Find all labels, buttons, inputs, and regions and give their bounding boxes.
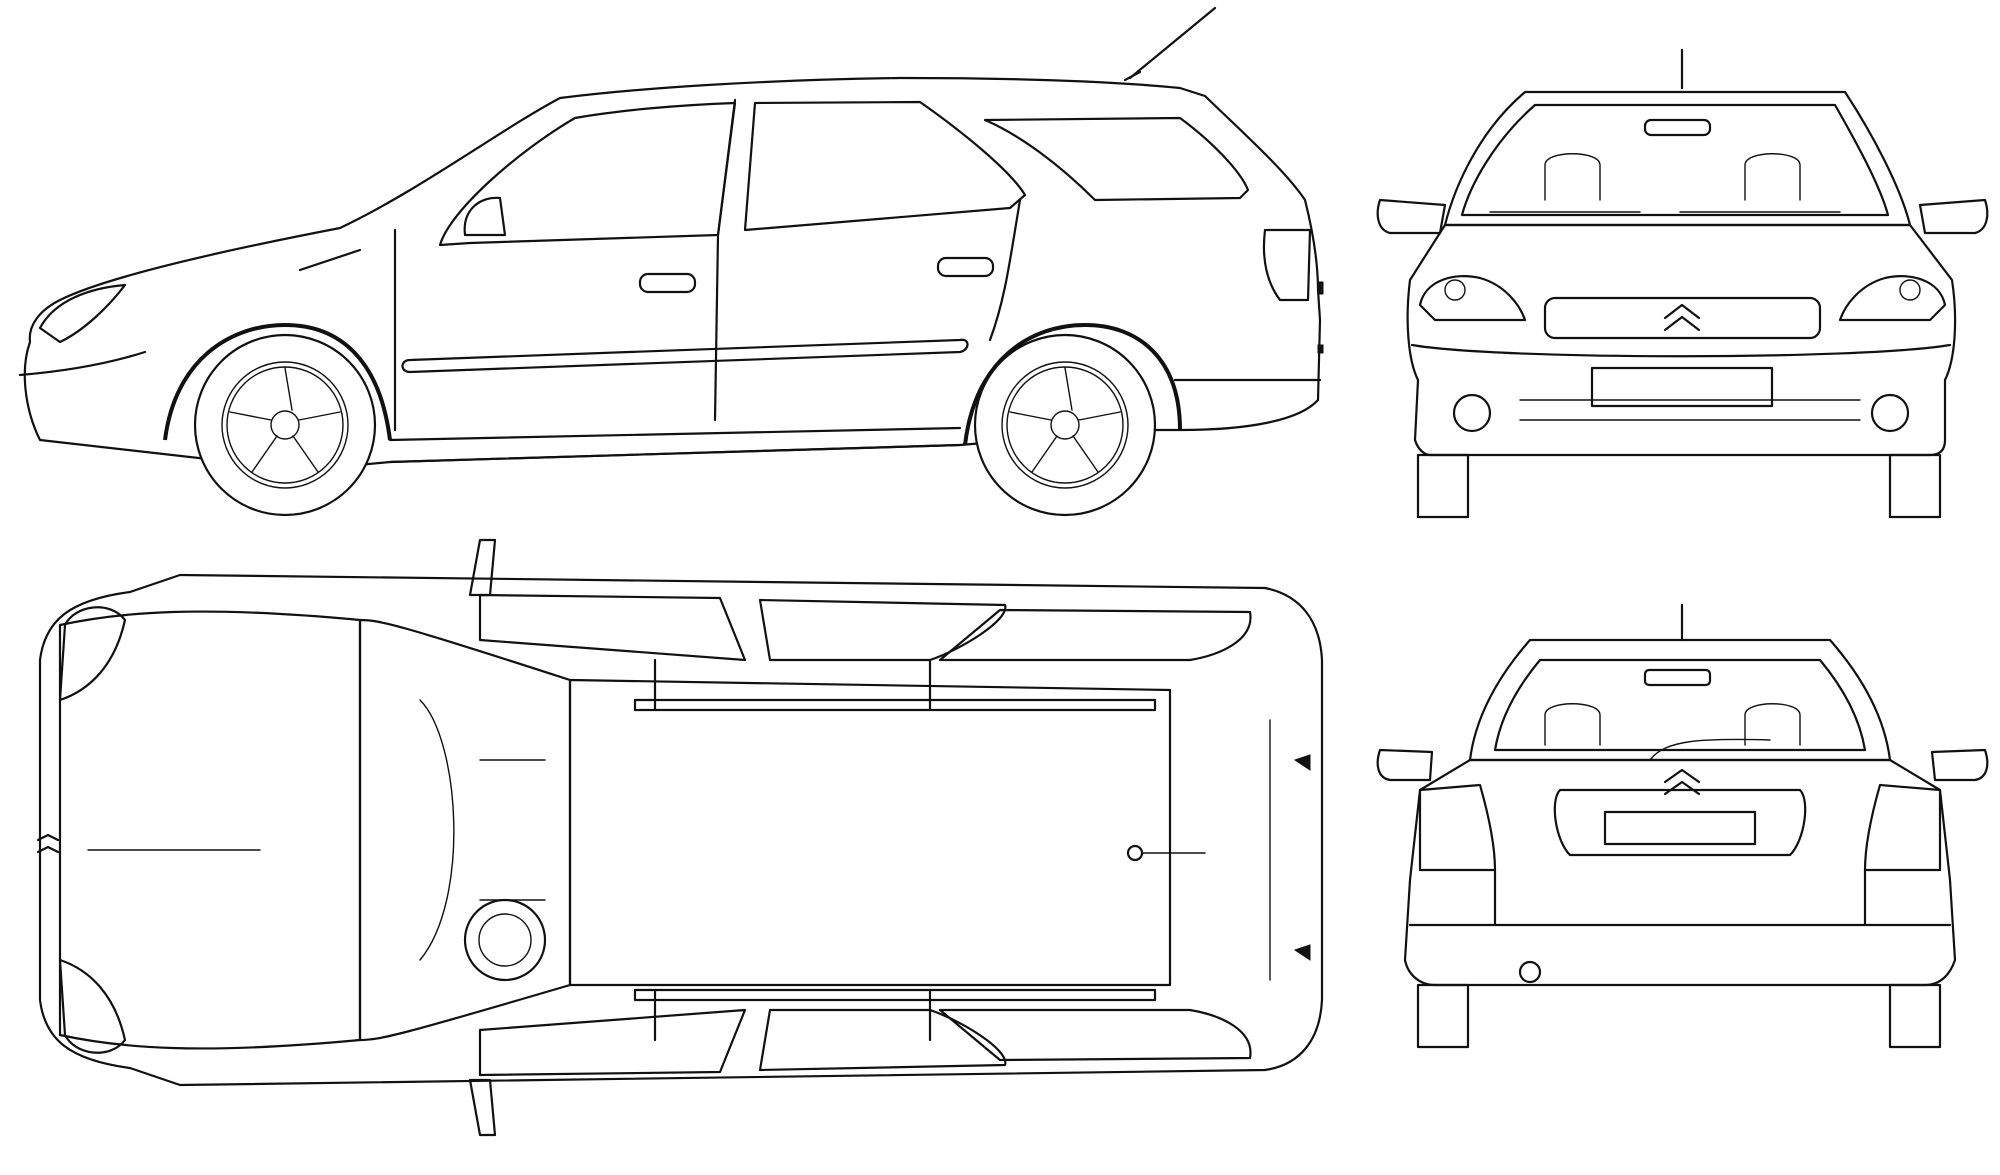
side-view [18,6,1324,517]
top-windshield [358,618,572,1042]
rear-brake-light [1643,668,1712,687]
front-wheel-arch [163,323,392,441]
rear-right-tail-light [1863,783,1942,872]
front-wheel [193,333,377,517]
front-left-tyre [1416,453,1470,519]
antenna [1128,6,1217,80]
front-view [1376,48,1989,519]
rear-left-mirror [1376,748,1434,782]
side-tail-light [1262,228,1312,302]
top-roof-rail-left [633,698,1157,712]
exhaust-pipe [1518,960,1542,984]
top-roof [568,678,1172,987]
rear-wheel [973,333,1157,517]
top-antenna-base [1126,844,1144,862]
side-headlamp [38,283,127,344]
front-door-window [438,101,737,247]
rear-view [1376,603,1989,1049]
front-grille [1543,296,1822,340]
top-right-mirror [468,1078,497,1137]
rear-quarter-window [983,116,1250,202]
rear-right-mirror [1930,748,1989,782]
front-left-foglamp [1452,393,1492,433]
top-body-outline [38,573,1324,1087]
top-roof-rail-right [633,988,1157,1002]
rear-left-tail-light [1418,783,1497,872]
front-right-tyre [1888,453,1942,519]
side-mirror [463,196,507,237]
rear-left-tyre [1416,983,1470,1049]
interior-mirror [1643,118,1712,137]
rear-chevron-logo [1663,768,1701,796]
rear-right-tyre [1888,983,1942,1049]
rear-door-window [743,100,1027,232]
rear-window [1493,658,1867,752]
front-right-mirror [1918,198,1989,235]
front-right-foglamp [1870,393,1910,433]
top-front-left-lamp [58,606,127,702]
front-chevron-logo [1663,303,1701,332]
side-body-outline [23,76,1322,472]
front-left-headlamp [1418,275,1527,322]
front-door-handle [638,272,697,294]
front-plate [1590,366,1774,408]
front-windshield [1460,103,1890,217]
rear-door-handle [936,256,995,278]
top-left-mirror [468,538,497,597]
rear-body-outline [1403,758,1957,987]
top-steering-wheel [463,898,547,982]
front-right-headlamp [1838,275,1947,322]
top-view [36,538,1324,1137]
top-hood [58,610,362,1050]
rear-window-frame [1468,638,1892,762]
top-front-right-lamp [58,958,127,1054]
top-chevron-logo [36,833,60,854]
front-windshield-frame [1443,90,1912,227]
front-left-mirror [1376,198,1447,235]
rear-plate [1603,810,1757,846]
